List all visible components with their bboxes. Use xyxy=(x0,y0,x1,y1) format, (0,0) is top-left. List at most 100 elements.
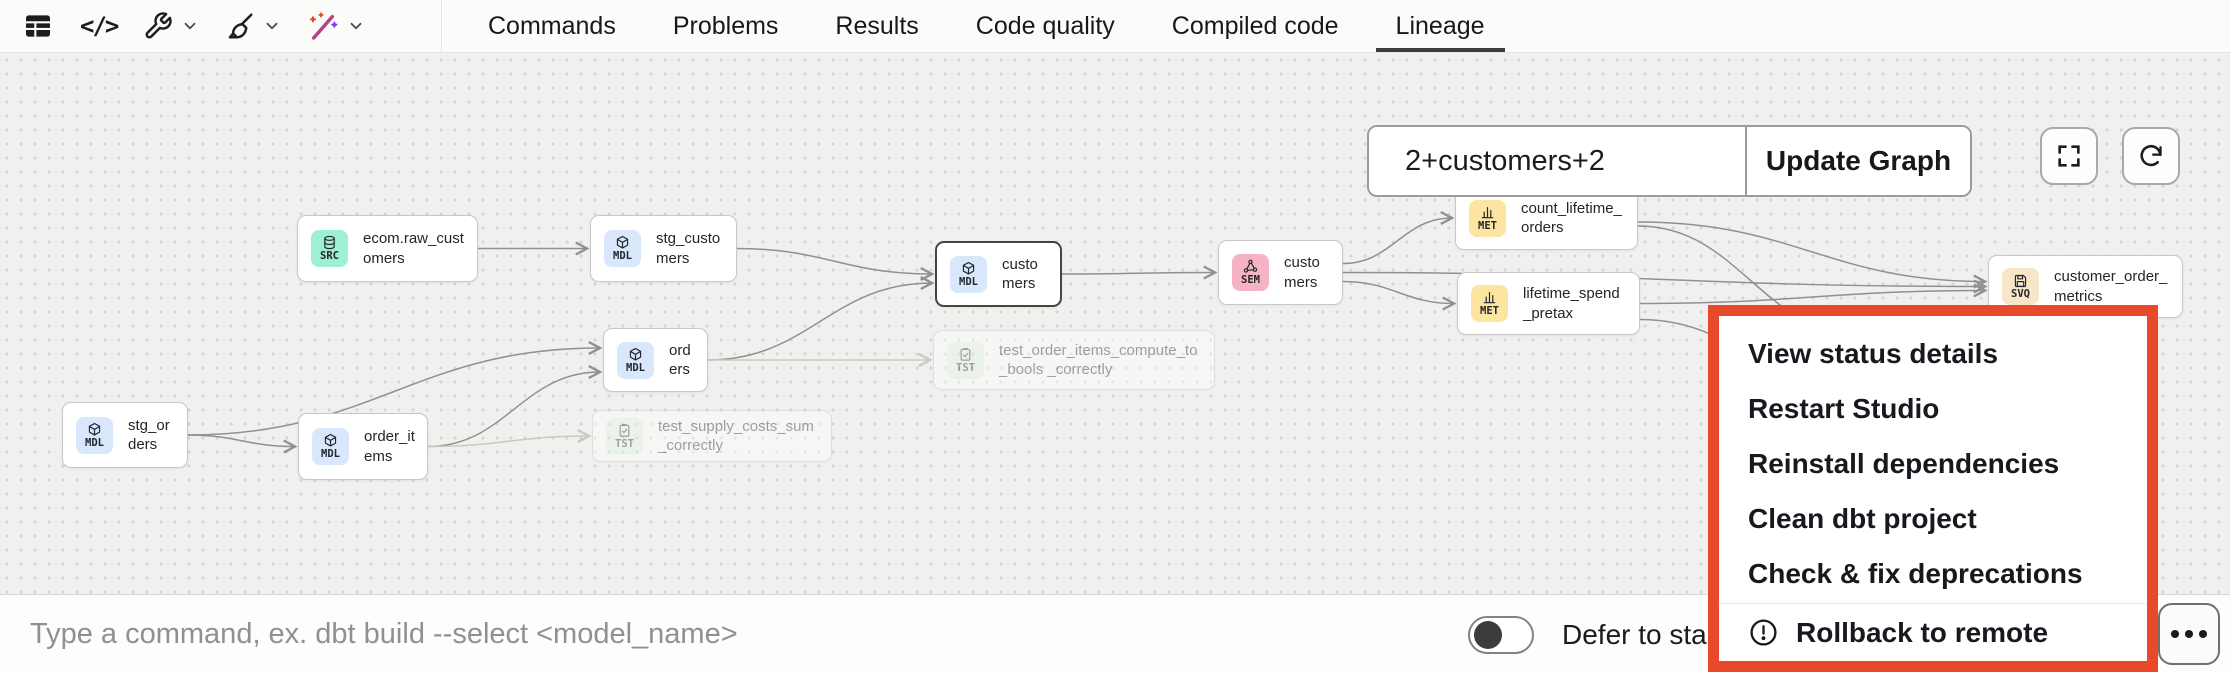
table-view-button[interactable] xyxy=(22,10,54,42)
node-label: test_order_items_compute_to_bools _corre… xyxy=(999,341,1198,379)
node-type-label: MET xyxy=(1480,305,1499,318)
node-type-label: MDL xyxy=(85,436,104,449)
model-icon xyxy=(962,261,975,275)
test-icon xyxy=(619,423,630,437)
graph-selector-group: Update Graph xyxy=(1367,125,1972,197)
node-type-label: SVQ xyxy=(2011,288,2030,301)
menu-item-restart-studio[interactable]: Restart Studio xyxy=(1748,392,1940,424)
node-type-label: MDL xyxy=(321,448,340,461)
command-input[interactable] xyxy=(30,609,1410,659)
saved-query-icon xyxy=(2014,275,2027,288)
graph-node-test_supply_costs[interactable]: TST test_supply_costs_sum_correctly xyxy=(592,410,832,462)
node-label: stg_customers xyxy=(656,230,721,267)
node-type-badge: SVQ xyxy=(2002,268,2039,305)
clean-tools-button[interactable] xyxy=(225,11,281,41)
node-type-badge: MET xyxy=(1469,199,1506,237)
node-type-badge: SRC xyxy=(311,230,348,267)
model-icon xyxy=(616,236,629,249)
chevron-down-icon xyxy=(184,22,196,30)
semantic-model-icon xyxy=(1243,259,1258,273)
more-options-icon xyxy=(2171,630,2179,638)
tab-commands[interactable]: Commands xyxy=(488,11,616,40)
menu-item-reinstall-dependencies[interactable]: Reinstall dependencies xyxy=(1748,447,2060,479)
node-label: lifetime_spend_pretax xyxy=(1523,285,1620,322)
code-button[interactable]: </> xyxy=(80,12,119,40)
tab-compiled-code[interactable]: Compiled code xyxy=(1171,11,1339,40)
menu-item-check-fix-deprecations[interactable]: Check & fix deprecations xyxy=(1748,557,2083,589)
update-graph-button[interactable]: Update Graph xyxy=(1747,127,1970,195)
fullscreen-button[interactable] xyxy=(2040,127,2098,185)
fullscreen-icon xyxy=(2058,145,2080,167)
graph-node-customers_semantic[interactable]: SEM customers xyxy=(1218,240,1343,305)
tab-lineage[interactable]: Lineage xyxy=(1375,0,1505,52)
ai-tools-button[interactable] xyxy=(307,10,365,42)
metric-icon xyxy=(1481,206,1494,218)
refresh-button[interactable] xyxy=(2122,127,2180,185)
alert-circle-icon xyxy=(1750,619,1777,646)
refresh-icon xyxy=(2140,145,2162,167)
menu-item-view-status-details[interactable]: View status details xyxy=(1748,337,1999,369)
node-type-label: TST xyxy=(615,437,634,450)
selector-input[interactable] xyxy=(1369,127,1747,195)
model-icon xyxy=(629,347,642,361)
node-label: stg_orders xyxy=(128,416,170,454)
node-label: customers xyxy=(1002,255,1038,293)
toggle-knob xyxy=(1474,621,1502,649)
graph-node-lifetime_spend_pretax[interactable]: MET lifetime_spend_pretax xyxy=(1457,272,1640,335)
tab-results[interactable]: Results xyxy=(835,11,919,40)
node-type-badge: MDL xyxy=(617,341,654,379)
graph-node-stg_orders[interactable]: MDL stg_orders xyxy=(62,402,188,468)
wrench-icon xyxy=(145,12,173,39)
node-label: orders xyxy=(669,341,691,379)
broom-icon xyxy=(229,13,253,39)
menu-item-clean-dbt-project[interactable]: Clean dbt project xyxy=(1748,502,1977,534)
node-type-badge: MDL xyxy=(604,230,641,267)
node-type-label: SRC xyxy=(320,250,339,263)
node-label: test_supply_costs_sum_correctly xyxy=(658,417,814,455)
node-type-badge: MDL xyxy=(950,255,987,293)
menu-item-label: Rollback to remote xyxy=(1796,616,2049,648)
more-options-button[interactable] xyxy=(2158,603,2220,665)
node-type-badge: TST xyxy=(606,417,643,455)
node-label: order_items xyxy=(364,428,415,465)
tab-problems[interactable]: Problems xyxy=(672,11,779,40)
defer-label: Defer to sta xyxy=(1562,619,1707,650)
defer-toggle[interactable] xyxy=(1468,616,1534,654)
test-icon xyxy=(960,347,971,361)
node-type-label: MDL xyxy=(613,250,632,263)
node-label: count_lifetime_orders xyxy=(1521,199,1622,237)
model-icon xyxy=(88,422,101,436)
model-icon xyxy=(324,434,337,447)
node-label: customers xyxy=(1284,254,1320,291)
table-icon xyxy=(26,15,50,37)
node-type-label: TST xyxy=(956,361,975,374)
graph-node-stg_customers[interactable]: MDL stg_customers xyxy=(590,215,737,282)
node-type-label: SEM xyxy=(1241,274,1260,287)
menu-separator xyxy=(1719,603,2147,604)
node-type-label: MDL xyxy=(626,361,645,374)
graph-node-orders[interactable]: MDL orders xyxy=(603,328,708,392)
node-type-badge: SEM xyxy=(1232,254,1269,291)
node-label: customer_order_metrics xyxy=(2054,268,2168,305)
metric-icon xyxy=(1483,292,1496,304)
top-toolbar: </> xyxy=(0,0,2230,53)
node-type-label: MDL xyxy=(959,275,978,288)
tab-code-quality[interactable]: Code quality xyxy=(975,11,1115,40)
node-type-badge: MDL xyxy=(76,416,113,454)
chevron-down-icon xyxy=(350,22,362,30)
node-label: ecom.raw_customers xyxy=(363,230,464,267)
graph-node-order_items[interactable]: MDL order_items xyxy=(298,413,428,480)
graph-node-test_order_items[interactable]: TST test_order_items_compute_to_bools _co… xyxy=(933,330,1215,390)
code-icon: </> xyxy=(80,12,119,40)
menu-item-rollback-to-remote[interactable]: Rollback to remote xyxy=(1719,605,2147,660)
status-context-menu: View status details Restart Studio Reins… xyxy=(1708,305,2158,672)
source-icon xyxy=(324,236,335,250)
tab-bar: Commands Problems Results Code quality C… xyxy=(488,0,1505,52)
build-tools-button[interactable] xyxy=(143,11,199,41)
chevron-down-icon xyxy=(266,22,278,30)
graph-node-raw_customers[interactable]: SRC ecom.raw_customers xyxy=(297,215,478,282)
node-type-badge: MDL xyxy=(312,428,349,465)
node-type-badge: TST xyxy=(947,341,984,379)
graph-node-customers_model[interactable]: MDL customers xyxy=(935,241,1062,307)
